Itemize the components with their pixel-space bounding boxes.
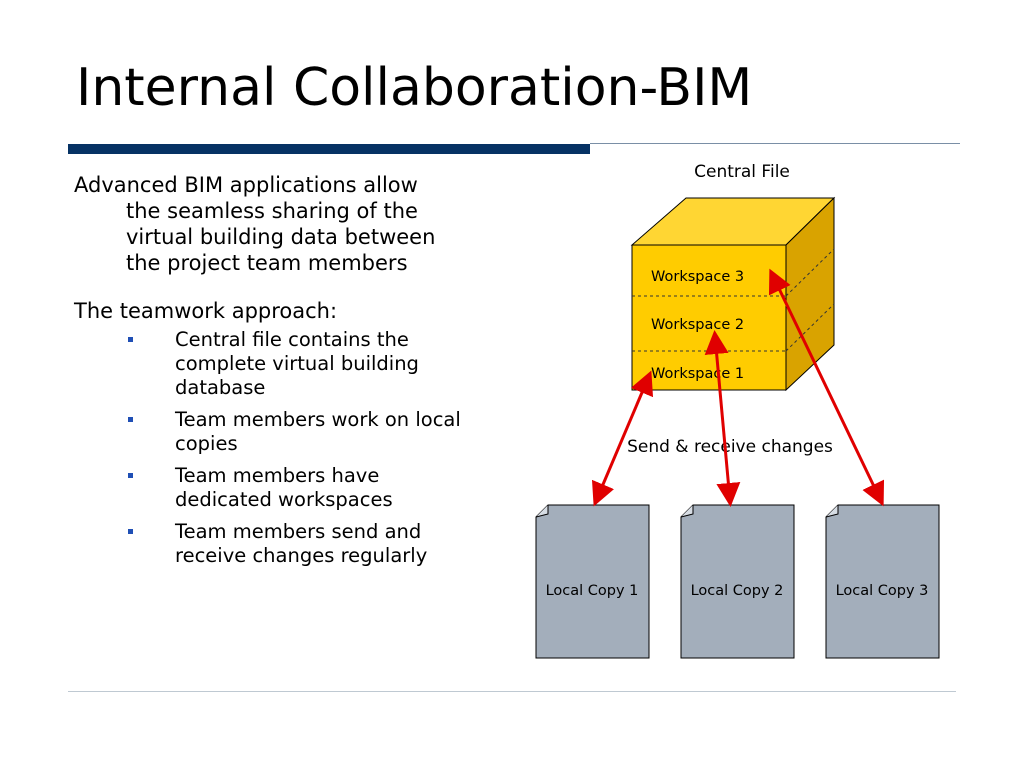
local-copy-3-label: Local Copy 3 bbox=[836, 583, 929, 599]
document-icon bbox=[680, 504, 795, 659]
document-fold bbox=[825, 505, 839, 518]
local-copy-1-label: Local Copy 1 bbox=[546, 583, 639, 599]
square-bullet-icon bbox=[128, 473, 133, 478]
footer-rule bbox=[68, 691, 956, 692]
square-bullet-icon bbox=[128, 529, 133, 534]
workspace-divider-side bbox=[785, 248, 835, 297]
title-underline-light bbox=[590, 143, 960, 144]
workspace-3-label: Workspace 3 bbox=[651, 269, 744, 285]
document-icon bbox=[535, 504, 650, 659]
bullet-text: Central file contains the complete virtu… bbox=[175, 328, 419, 399]
bullet-item: Team members work on local copies bbox=[74, 408, 465, 456]
text-column: Advanced BIM applications allow the seam… bbox=[74, 172, 474, 576]
bullet-item: Team members have dedicated workspaces bbox=[74, 464, 465, 512]
document-fold bbox=[680, 505, 694, 518]
slide-title: Internal Collaboration-BIM bbox=[76, 58, 753, 118]
document-icon bbox=[825, 504, 940, 659]
workspace-1-label: Workspace 1 bbox=[651, 366, 744, 382]
bullet-text: Team members send and receive changes re… bbox=[175, 520, 428, 567]
bullet-item: Team members send and receive changes re… bbox=[74, 520, 465, 568]
workspace-2-label: Workspace 2 bbox=[651, 317, 744, 333]
bullet-text: Team members work on local copies bbox=[175, 408, 461, 455]
bullet-text: Team members have dedicated workspaces bbox=[175, 464, 393, 511]
bullet-item: Central file contains the complete virtu… bbox=[74, 328, 465, 400]
sync-arrow-2 bbox=[704, 330, 741, 507]
title-underline-dark bbox=[68, 144, 590, 154]
intro-paragraph: Advanced BIM applications allow the seam… bbox=[74, 173, 436, 275]
central-file-label: Central File bbox=[694, 162, 790, 182]
bullet-list: Central file contains the complete virtu… bbox=[74, 328, 474, 568]
local-copy-document: Local Copy 1 bbox=[535, 504, 650, 659]
local-copy-document: Local Copy 3 bbox=[825, 504, 940, 659]
send-receive-label: Send & receive changes bbox=[627, 437, 833, 457]
document-fold bbox=[535, 505, 549, 518]
sync-arrow-3 bbox=[768, 268, 885, 507]
central-file-cube: Workspace 3 Workspace 2 Workspace 1 bbox=[630, 196, 836, 392]
square-bullet-icon bbox=[128, 417, 133, 422]
local-copy-2-label: Local Copy 2 bbox=[691, 583, 784, 599]
square-bullet-icon bbox=[128, 337, 133, 342]
approach-heading: The teamwork approach: bbox=[74, 299, 338, 323]
sync-arrow-1 bbox=[591, 370, 654, 507]
local-copy-document: Local Copy 2 bbox=[680, 504, 795, 659]
